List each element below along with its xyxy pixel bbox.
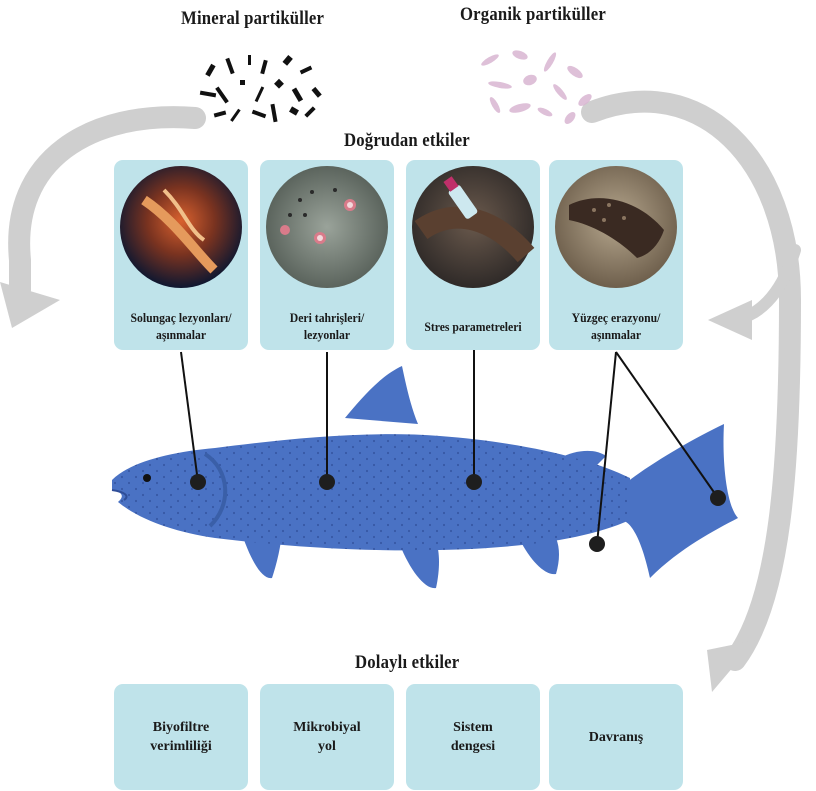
skin-lesion-image <box>260 160 394 294</box>
direct-card-fin-line2: aşınmalar <box>556 326 677 343</box>
indirect-card-system-line1: Sistem <box>413 718 533 737</box>
mineral-particles-title: Mineral partiküller <box>181 8 324 30</box>
right-flow-arrowhead <box>707 640 756 692</box>
mineral-particles <box>200 55 322 122</box>
indirect-card-biofilter-line1: Biyofiltre <box>121 718 241 737</box>
indirect-card-microbial-line2: yol <box>267 737 387 756</box>
direct-card-stress: Stres parametreleri <box>406 160 540 350</box>
indirect-card-behavior-line1: Davranış <box>556 728 676 747</box>
indirect-card-system: Sistem dengesi <box>406 684 540 790</box>
indirect-effects-title: Dolaylı etkiler <box>355 652 459 674</box>
gill-closeup-image <box>114 160 248 294</box>
fin-erosion-image <box>549 160 683 294</box>
fish-illustration <box>112 366 738 588</box>
direct-card-gill-line2: aşınmalar <box>121 326 242 343</box>
direct-effects-title: Doğrudan etkiler <box>344 130 470 152</box>
indirect-card-behavior: Davranış <box>549 684 683 790</box>
direct-card-fin-line1: Yüzgeç erazyonu/ <box>556 309 677 326</box>
direct-card-skin: Deri tahrişleri/ lezyonlar <box>260 160 394 350</box>
indirect-card-biofilter: Biyofiltre verimliliği <box>114 684 248 790</box>
indirect-card-microbial: Mikrobiyal yol <box>260 684 394 790</box>
direct-card-stress-line1: Stres parametreleri <box>413 318 534 335</box>
fish-eye <box>143 474 151 482</box>
direct-card-gill: Solungaç lezyonları/ aşınmalar <box>114 160 248 350</box>
indirect-card-microbial-line1: Mikrobiyal <box>267 718 387 737</box>
organic-particles <box>480 49 594 126</box>
direct-card-skin-line2: lezyonlar <box>267 326 388 343</box>
direct-card-fin: Yüzgeç erazyonu/ aşınmalar <box>549 160 683 350</box>
direct-card-skin-line1: Deri tahrişleri/ <box>267 309 388 326</box>
blood-sampling-image <box>406 160 540 294</box>
direct-card-gill-line1: Solungaç lezyonları/ <box>121 309 242 326</box>
indirect-card-system-line2: dengesi <box>413 737 533 756</box>
fish-dorsal-fin <box>345 366 418 424</box>
organic-particles-title: Organik partiküller <box>460 4 606 26</box>
indirect-card-biofilter-line2: verimliliği <box>121 737 241 756</box>
right-branch-arrowhead <box>708 300 752 340</box>
